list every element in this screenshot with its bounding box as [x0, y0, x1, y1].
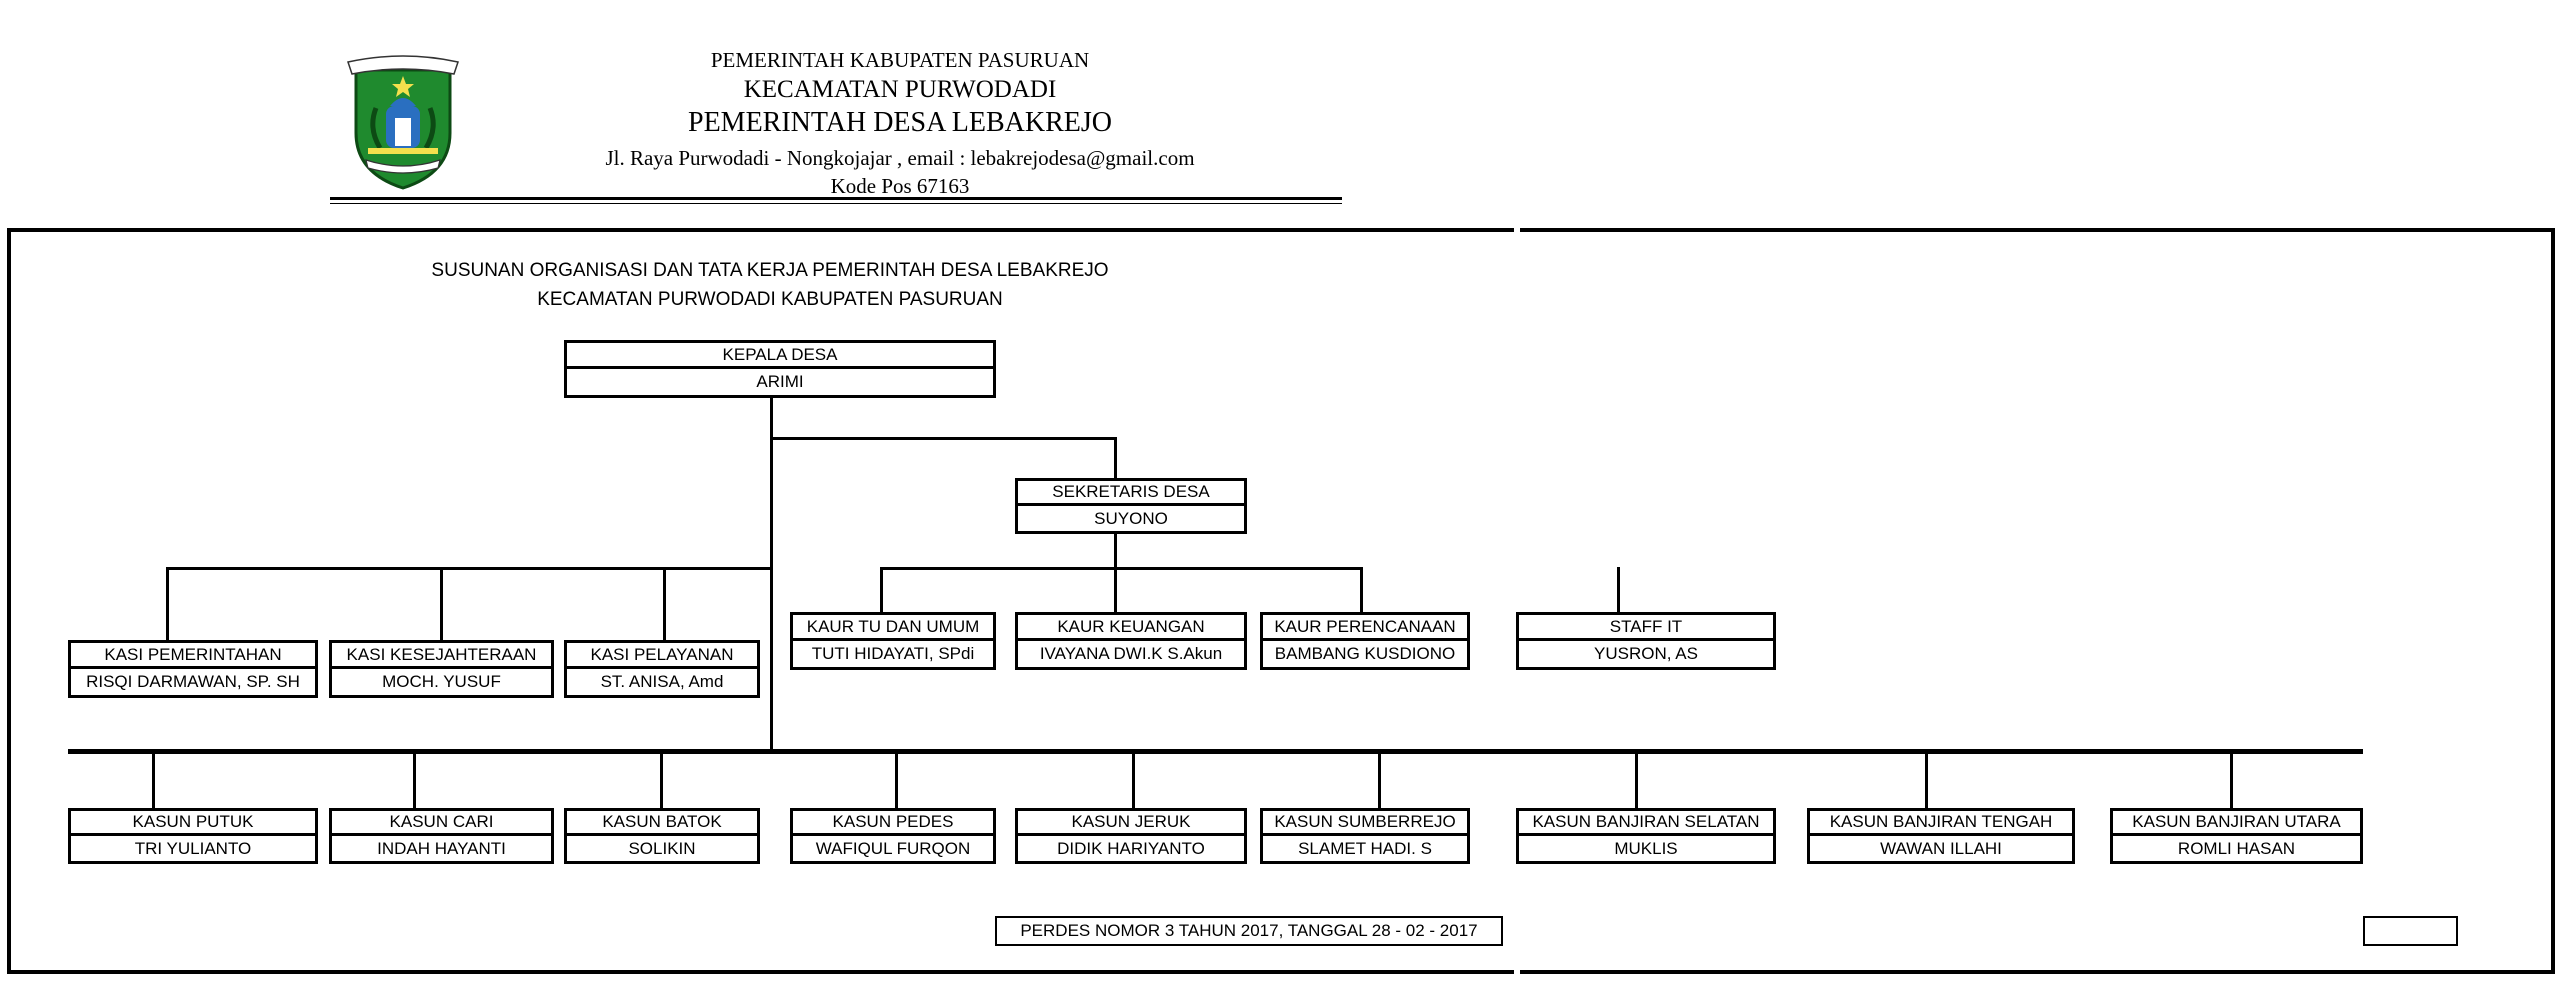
connector-kaur-3: [1360, 567, 1363, 612]
official-name: RISQI DARMAWAN, SP. SH: [86, 672, 300, 691]
connector-kaur-bus: [880, 567, 1363, 570]
official-name: SLAMET HADI. S: [1298, 838, 1432, 858]
official-name: ST. ANISA, Amd: [600, 672, 724, 691]
kasi-box: KASI PEMERINTAHAN RISQI DARMAWAN, SP. SH: [68, 640, 318, 698]
official-name: SOLIKIN: [628, 838, 696, 858]
position-title: KASI PEMERINTAHAN: [71, 643, 315, 669]
connector-kepala-trunk: [770, 398, 773, 753]
pasuruan-emblem-logo: [347, 55, 459, 190]
sekretaris-desa-box: SEKRETARIS DESA SUYONO: [1015, 478, 1247, 534]
official-name: TRI YULIANTO: [134, 838, 252, 858]
position-title: KASUN BATOK: [567, 811, 757, 836]
connector-kasi-3: [663, 567, 666, 640]
connector-kasi-bus: [166, 567, 772, 570]
letterhead-line-3: PEMERINTAH DESA LEBAKREJO: [688, 107, 1112, 138]
kasun-box: KASUN BANJIRAN TENGAH WAWAN ILLAHI: [1807, 808, 2075, 864]
official-name: SUYONO: [1094, 508, 1168, 528]
official-name: YUSRON, AS: [1594, 644, 1698, 663]
kasi-box: KASI KESEJAHTERAAN MOCH. YUSUF: [329, 640, 554, 698]
connector-kasun-8: [1925, 749, 1928, 808]
connector-kasun-3: [660, 749, 663, 808]
kasun-box: KASUN PEDES WAFIQUL FURQON: [790, 808, 996, 864]
connector-kasun-4: [895, 749, 898, 808]
position-title: KASUN JERUK: [1018, 811, 1244, 836]
connector-kasun-5: [1132, 749, 1135, 808]
connector-kasi-2: [440, 567, 443, 640]
official-name: MUKLIS: [1614, 838, 1678, 858]
position-title: KASUN BANJIRAN TENGAH: [1810, 811, 2072, 836]
position-title: KAUR KEUANGAN: [1018, 615, 1244, 641]
frame-top-gap: [1514, 226, 1520, 234]
kaur-box: KAUR KEUANGAN IVAYANA DWI.K S.Akun: [1015, 612, 1247, 670]
empty-reference-cell: [2363, 916, 2458, 946]
kaur-box: KAUR TU DAN UMUM TUTI HIDAYATI, SPdi: [790, 612, 996, 670]
letterhead-rule-thin: [330, 203, 1342, 204]
perdes-reference: PERDES NOMOR 3 TAHUN 2017, TANGGAL 28 - …: [995, 916, 1503, 946]
letterhead-line-2: KECAMATAN PURWODADI: [743, 76, 1057, 103]
position-title: KASUN PEDES: [793, 811, 993, 836]
position-title: KASUN SUMBERREJO: [1263, 811, 1467, 836]
connector-staff: [1617, 567, 1620, 612]
letterhead-line-1: PEMERINTAH KABUPATEN PASURUAN: [710, 48, 1090, 72]
kasun-box: KASUN PUTUK TRI YULIANTO: [68, 808, 318, 864]
position-title: KAUR PERENCANAAN: [1263, 615, 1467, 641]
kasi-box: KASI PELAYANAN ST. ANISA, Amd: [564, 640, 760, 698]
official-name: WAWAN ILLAHI: [1880, 838, 2002, 858]
connector-kasun-6: [1378, 749, 1381, 808]
letterhead-postal-code: Kode Pos 67163: [830, 174, 970, 198]
position-title: KASUN CARI: [332, 811, 551, 836]
kaur-box: KAUR PERENCANAAN BAMBANG KUSDIONO: [1260, 612, 1470, 670]
official-name: BAMBANG KUSDIONO: [1274, 644, 1456, 663]
position-title: KEPALA DESA: [567, 343, 993, 369]
connector-kasun-7: [1635, 749, 1638, 808]
kasun-box: KASUN BATOK SOLIKIN: [564, 808, 760, 864]
connector-sekdes-down: [1114, 532, 1117, 612]
frame-top: [7, 228, 2555, 232]
official-name: IVAYANA DWI.K S.Akun: [1039, 644, 1223, 663]
kasun-box: KASUN BANJIRAN UTARA ROMLI HASAN: [2110, 808, 2363, 864]
connector-sekdes-v: [1114, 437, 1117, 479]
frame-bottom-gap: [1514, 968, 1520, 976]
connector-kaur-1: [880, 567, 883, 612]
official-name: ROMLI HASAN: [2177, 838, 2296, 858]
official-name: MOCH. YUSUF: [382, 672, 501, 691]
kasun-box: KASUN SUMBERREJO SLAMET HADI. S: [1260, 808, 1470, 864]
position-title: STAFF IT: [1519, 615, 1773, 641]
official-name: DIDIK HARIYANTO: [1057, 838, 1205, 858]
position-title: KASI PELAYANAN: [567, 643, 757, 669]
connector-kasi-1: [166, 567, 169, 640]
official-name: ARIMI: [756, 372, 804, 391]
frame-bottom: [7, 970, 2555, 974]
official-name: TUTI HIDAYATI, SPdi: [811, 644, 975, 663]
chart-title-line-1: SUSUNAN ORGANISASI DAN TATA KERJA PEMERI…: [431, 260, 1109, 281]
connector-kepala-sekdes-h: [770, 437, 1117, 440]
chart-title-line-2: KECAMATAN PURWODADI KABUPATEN PASURUAN: [537, 289, 1003, 310]
letterhead-rule-thick: [330, 197, 1342, 200]
kepala-desa-box: KEPALA DESA ARIMI: [564, 340, 996, 398]
official-name: WAFIQUL FURQON: [815, 838, 971, 858]
connector-kasun-9: [2230, 749, 2233, 808]
position-title: KASUN PUTUK: [71, 811, 315, 836]
kasun-box: KASUN CARI INDAH HAYANTI: [329, 808, 554, 864]
position-title: SEKRETARIS DESA: [1018, 481, 1244, 506]
position-title: KAUR TU DAN UMUM: [793, 615, 993, 641]
letterhead-address: Jl. Raya Purwodadi - Nongkojajar , email…: [605, 146, 1195, 170]
connector-kasun-1: [152, 749, 155, 835]
frame-right: [2551, 228, 2555, 974]
frame-left: [7, 228, 11, 974]
connector-kasun-2: [413, 749, 416, 808]
position-title: KASUN BANJIRAN SELATAN: [1519, 811, 1773, 836]
official-name: INDAH HAYANTI: [377, 838, 506, 858]
position-title: KASUN BANJIRAN UTARA: [2113, 811, 2360, 836]
position-title: KASI KESEJAHTERAAN: [332, 643, 551, 669]
kasun-box: KASUN JERUK DIDIK HARIYANTO: [1015, 808, 1247, 864]
kasun-box: KASUN BANJIRAN SELATAN MUKLIS: [1516, 808, 1776, 864]
connector-kasun-bus: [68, 749, 2363, 754]
staff-it-box: STAFF IT YUSRON, AS: [1516, 612, 1776, 670]
